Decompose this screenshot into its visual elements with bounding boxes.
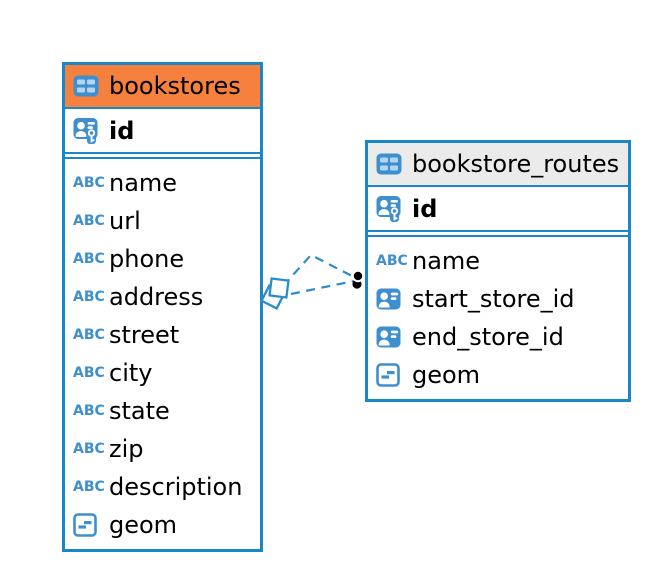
text-type-icon: ABC <box>73 441 105 457</box>
table-header-bookstores[interactable]: bookstores <box>65 65 260 109</box>
text-type-icon: ABC <box>73 327 105 343</box>
column-row-description[interactable]: ABC description <box>73 473 243 501</box>
column-row-name[interactable]: ABC name <box>376 247 481 275</box>
column-row-phone[interactable]: ABC phone <box>73 245 185 273</box>
primary-key-row[interactable]: id <box>368 187 628 232</box>
table-icon <box>376 153 402 175</box>
primary-key-name: id <box>109 116 135 145</box>
text-type-icon: ABC <box>73 213 105 229</box>
column-row-state[interactable]: ABC state <box>73 397 170 425</box>
text-type-icon: ABC <box>73 365 105 381</box>
column-row-zip[interactable]: ABC zip <box>73 435 144 463</box>
column-row-geom[interactable]: geom <box>368 356 628 394</box>
relationship-line-1[interactable] <box>282 253 355 287</box>
id-ref-icon <box>376 326 401 348</box>
primary-key-icon <box>73 117 98 144</box>
text-type-icon: ABC <box>73 289 105 305</box>
column-row-end_store_id[interactable]: end_store_id <box>368 318 628 356</box>
relationship-endpoint-dot[interactable] <box>351 269 365 289</box>
primary-key-name: id <box>412 194 438 223</box>
table-title: bookstore_routes <box>412 150 620 178</box>
column-row-name[interactable]: ABC name <box>73 169 178 197</box>
columns-section: ABC name start_store_id end_store_id geo… <box>368 235 628 399</box>
column-row-geom[interactable]: geom <box>65 506 260 544</box>
column-row-url[interactable]: ABC url <box>73 207 141 235</box>
relationship-line-2[interactable] <box>290 279 355 296</box>
table-header-bookstore-routes[interactable]: bookstore_routes <box>368 143 628 187</box>
column-row-city[interactable]: ABC city <box>73 359 153 387</box>
column-row-street[interactable]: ABC street <box>73 321 180 349</box>
text-type-icon: ABC <box>73 479 105 495</box>
table-title: bookstores <box>109 72 241 100</box>
table-bookstores[interactable]: bookstores id ABC <box>62 62 263 552</box>
text-type-icon: ABC <box>73 251 105 267</box>
primary-key-row[interactable]: id <box>65 109 260 154</box>
table-icon <box>73 75 99 97</box>
geometry-type-icon <box>376 363 400 387</box>
column-row-start_store_id[interactable]: start_store_id <box>368 280 628 318</box>
column-row-address[interactable]: ABC address <box>73 283 204 311</box>
columns-section: ABC name ABC url ABC phone ABC address A… <box>65 157 260 549</box>
geometry-type-icon <box>73 513 97 537</box>
text-type-icon: ABC <box>376 253 408 269</box>
text-type-icon: ABC <box>73 175 105 191</box>
id-ref-icon <box>376 288 401 310</box>
table-bookstore-routes[interactable]: bookstore_routes id <box>365 140 631 402</box>
primary-key-icon <box>376 195 401 222</box>
text-type-icon: ABC <box>73 403 105 419</box>
relationship-diamond-marker[interactable] <box>260 277 290 310</box>
